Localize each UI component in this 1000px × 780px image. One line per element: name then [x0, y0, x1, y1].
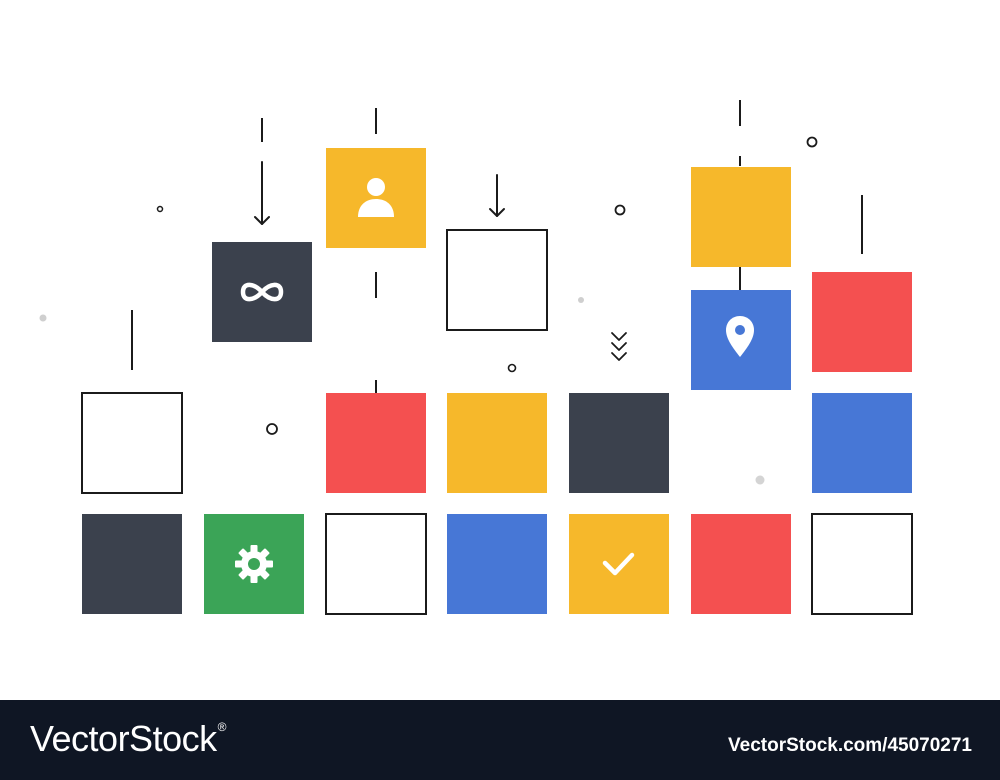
outline-square	[811, 513, 913, 615]
red-square	[326, 393, 426, 493]
red-square	[691, 514, 791, 614]
user-icon	[358, 178, 394, 217]
outline-square	[81, 392, 183, 494]
arrow-down-icon	[489, 174, 505, 217]
ring-dot	[507, 363, 517, 373]
gray-dot	[39, 314, 47, 322]
ring-dot	[806, 136, 818, 148]
red-square	[812, 272, 912, 372]
user-square	[326, 148, 426, 248]
ring-dot	[156, 205, 164, 213]
dark-square	[569, 393, 669, 493]
gray-dot	[755, 475, 765, 485]
brand-name: VectorStock	[30, 718, 217, 759]
yellow-square	[447, 393, 547, 493]
yellow-square	[691, 167, 791, 267]
brand-logo: VectorStock®	[30, 718, 226, 760]
triple-chevron-down-icon	[611, 332, 627, 361]
outline-square	[446, 229, 548, 331]
gray-dot	[578, 297, 584, 303]
outline-square	[325, 513, 427, 615]
infinity-icon	[240, 282, 284, 302]
checkmark-icon	[602, 552, 635, 576]
arrow-down-icon	[254, 161, 270, 225]
ring-dot	[266, 423, 278, 435]
watermark-footer: VectorStock® VectorStock.com/45070271	[0, 700, 1000, 780]
decorative-dots	[39, 136, 818, 485]
registered-mark: ®	[217, 720, 227, 734]
location-pin-icon	[726, 316, 754, 357]
blue-square	[447, 514, 547, 614]
blue-square	[812, 393, 912, 493]
guide-lines	[131, 100, 863, 393]
gear-icon	[235, 545, 273, 583]
dark-square	[82, 514, 182, 614]
check-square	[569, 514, 669, 614]
ring-dot	[614, 204, 626, 216]
image-id-label: VectorStock.com/45070271	[728, 735, 972, 756]
block-grid-illustration	[39, 100, 913, 615]
